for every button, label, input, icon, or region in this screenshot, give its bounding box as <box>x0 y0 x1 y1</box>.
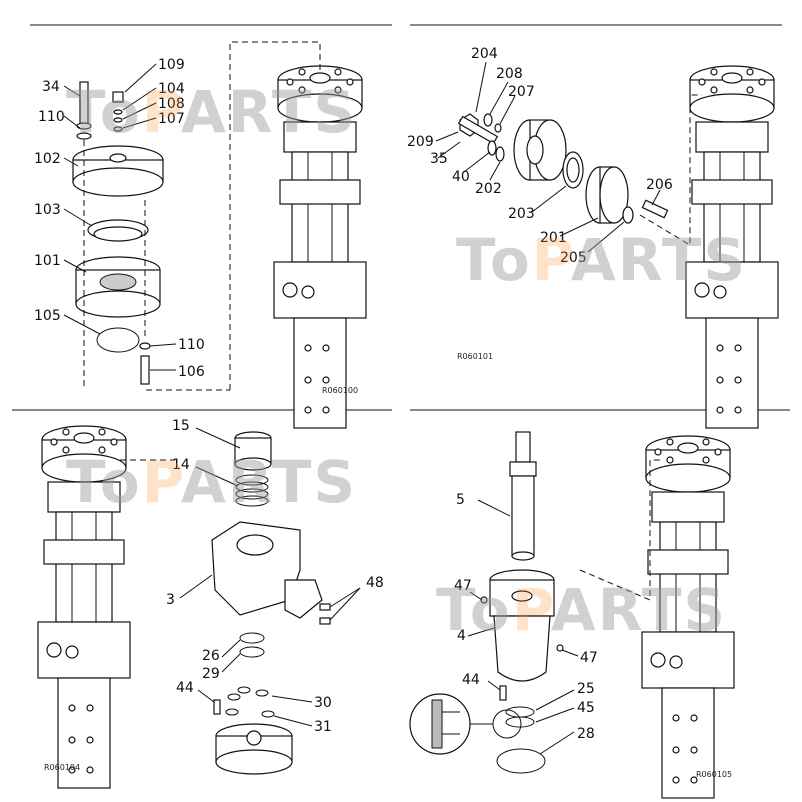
panel-top-left: 34 110 102 103 101 105 109 104 108 107 1… <box>34 41 367 429</box>
svg-text:ToPARTS: ToPARTS <box>436 576 727 644</box>
callout: 28 <box>577 726 595 742</box>
housing-3 <box>211 521 323 619</box>
callout: 31 <box>314 719 332 735</box>
callout: 47 <box>580 650 598 666</box>
callout: 208 <box>496 66 523 82</box>
callout: 4 <box>457 628 466 644</box>
callout: 30 <box>314 695 332 711</box>
svg-text:ToPARTS: ToPARTS <box>456 226 747 294</box>
assembly-link-line <box>229 41 321 390</box>
ring-104 <box>113 109 123 115</box>
callout: 209 <box>407 134 434 150</box>
callout: 3 <box>166 592 175 608</box>
seal-203 <box>562 151 584 189</box>
seal-ring-103 <box>87 219 149 242</box>
o-ring-26 <box>239 632 265 644</box>
callout: 202 <box>475 181 502 197</box>
callout: 47 <box>454 578 472 594</box>
callout: 103 <box>34 202 61 218</box>
o-ring-28 <box>496 748 546 774</box>
reference-code: R060104 <box>44 763 80 772</box>
body-4 <box>489 569 555 682</box>
callout: 104 <box>158 81 185 97</box>
callout: 34 <box>42 79 60 95</box>
svg-text:ToPARTS: ToPARTS <box>66 448 357 516</box>
reference-code: R060101 <box>457 352 493 361</box>
callout: 203 <box>508 206 535 222</box>
plug-48 <box>319 603 331 611</box>
callout: 44 <box>462 672 480 688</box>
callout: 204 <box>471 46 498 62</box>
callout: 44 <box>176 680 194 696</box>
body-101 <box>75 256 161 318</box>
callout: 29 <box>202 666 220 682</box>
spring-14 <box>235 474 269 507</box>
callout: 101 <box>34 253 61 269</box>
callout: 106 <box>178 364 205 380</box>
reference-code: R060100 <box>322 386 358 395</box>
callout: 15 <box>172 418 190 434</box>
bolt-35 <box>457 115 499 145</box>
reference-code: R060105 <box>696 770 732 779</box>
svg-text:ToPARTS: ToPARTS <box>66 78 357 146</box>
plug-109 <box>112 91 124 103</box>
callout: 108 <box>158 96 185 112</box>
shaft-5 <box>509 431 537 561</box>
callout: 110 <box>38 109 65 125</box>
flange-102 <box>72 145 164 197</box>
callout: 107 <box>158 111 185 127</box>
plug-47 <box>480 596 488 604</box>
callout: 109 <box>158 57 185 73</box>
pin-44 <box>499 685 507 701</box>
callout: 205 <box>560 250 587 266</box>
callout: 25 <box>577 681 595 697</box>
panel-top-right: 204 208 207 209 35 40 202 203 201 205 20… <box>407 46 779 429</box>
o-ring-105 <box>96 327 140 353</box>
detail-view <box>409 693 471 755</box>
callout: 201 <box>540 230 567 246</box>
pin-44 <box>213 699 221 715</box>
seal-25 <box>505 706 535 718</box>
o-rings-30-31 <box>225 686 275 718</box>
seal-45 <box>505 716 535 728</box>
callout: 110 <box>178 337 205 353</box>
callout: 26 <box>202 648 220 664</box>
callout: 35 <box>430 151 448 167</box>
callout: 207 <box>508 84 535 100</box>
cover-201 <box>585 166 629 224</box>
flange-202 <box>513 119 567 181</box>
callout: 5 <box>456 492 465 508</box>
callout: 206 <box>646 177 673 193</box>
callout: 14 <box>172 457 190 473</box>
bolt-206 <box>641 199 669 219</box>
bolt-106 <box>140 355 150 385</box>
callout: 105 <box>34 308 61 324</box>
plate-bottom <box>215 723 293 775</box>
o-ring-205 <box>622 206 634 224</box>
callout: 102 <box>34 151 61 167</box>
panel-bottom-left: 15 14 3 48 26 29 44 30 31 R060104 <box>37 418 384 789</box>
callout: 45 <box>577 700 595 716</box>
spool-15 <box>234 431 272 471</box>
watermark-logo: ToPARTS ToPARTS ToPARTS ToPARTS <box>66 78 747 644</box>
callout: 48 <box>366 575 384 591</box>
o-ring-29 <box>239 646 265 658</box>
callout: 40 <box>452 169 470 185</box>
panel-bottom-right: 5 47 4 47 44 25 45 28 R060105 <box>409 431 735 799</box>
